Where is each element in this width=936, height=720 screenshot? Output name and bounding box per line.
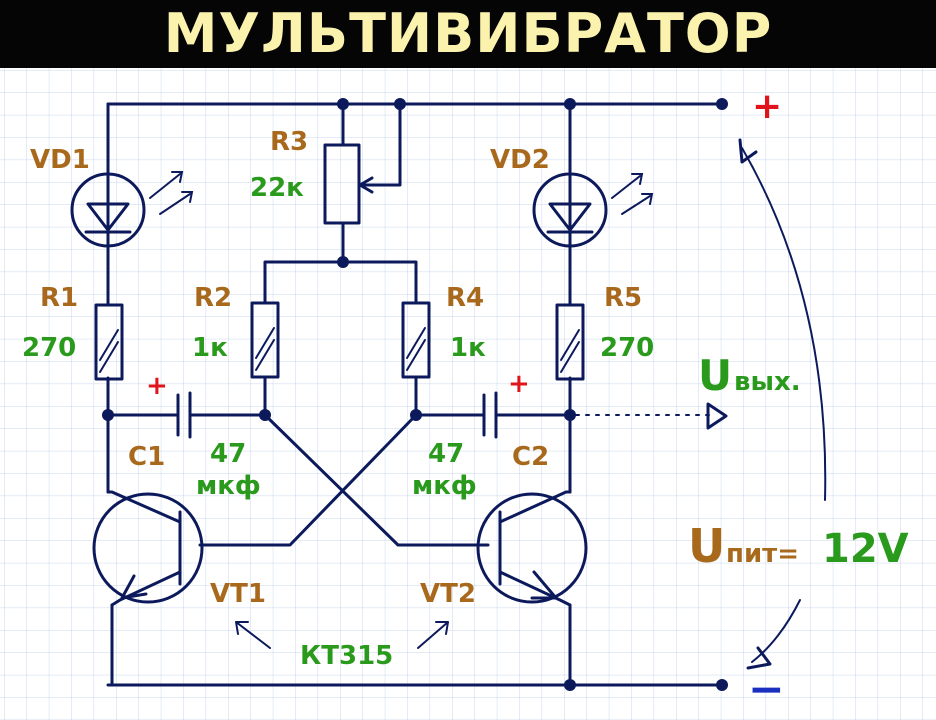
vt2-transistor-icon (476, 490, 588, 607)
c1-value-num: 47 (210, 439, 246, 469)
r2-value: 1к (192, 333, 228, 363)
supply-minus-sign: − (748, 664, 785, 715)
grid-paper (0, 68, 936, 720)
c1-label: C1 (128, 442, 165, 472)
supply-voltage-label-sub: пит= (726, 539, 799, 569)
r3-potentiometer-icon (323, 102, 402, 264)
c2-label: C2 (512, 442, 549, 472)
schematic-diagram: VD1 VD2 R1 270 R2 1к R3 22к R4 1к R5 270… (0, 68, 936, 720)
vd1-label: VD1 (30, 145, 90, 175)
transistor-type-label: КТ315 (300, 641, 393, 671)
c2-plus-sign: + (508, 369, 530, 399)
c1-capacitor-icon (106, 391, 267, 439)
page-title: МУЛЬТИВИБРАТОР (163, 2, 773, 65)
vt1-label: VT1 (210, 579, 266, 609)
vd2-led-icon (532, 172, 654, 248)
wire-cross-coupling-2 (198, 413, 418, 547)
supply-voltage-value: 12V (822, 526, 909, 572)
output-voltage-label-sub: вых. (734, 367, 801, 397)
r3-value: 22к (250, 173, 304, 203)
vt2-label: VT2 (420, 579, 476, 609)
c2-value-unit: мкф (412, 471, 477, 501)
vt-pointer-arrows-icon (235, 621, 449, 649)
vd1-led-icon (70, 171, 194, 248)
r4-value: 1к (450, 333, 486, 363)
r1-resistor-icon (94, 303, 124, 381)
supply-voltage-label-main: U (688, 519, 725, 573)
vd2-label: VD2 (490, 145, 550, 175)
output-arrow-icon (575, 402, 728, 430)
c1-value-unit: мкф (196, 471, 261, 501)
supply-plus-sign: + (752, 86, 782, 127)
r5-label: R5 (604, 283, 642, 313)
title-bar (0, 0, 936, 68)
c2-capacitor-icon (414, 391, 572, 439)
output-voltage-label-main: U (698, 351, 732, 400)
r5-value: 270 (600, 333, 654, 363)
c2-value-num: 47 (428, 439, 464, 469)
r1-value: 270 (22, 333, 76, 363)
r3-label: R3 (270, 127, 308, 157)
r2-label: R2 (194, 283, 232, 313)
r5-resistor-icon (555, 303, 585, 381)
vt1-transistor-icon (92, 490, 204, 607)
r1-label: R1 (40, 283, 78, 313)
r4-label: R4 (446, 283, 484, 313)
c1-plus-sign: + (146, 371, 168, 401)
junction-dots (102, 98, 728, 691)
supply-arrows-icon (738, 138, 827, 670)
wire-cross-coupling-1 (263, 413, 490, 547)
